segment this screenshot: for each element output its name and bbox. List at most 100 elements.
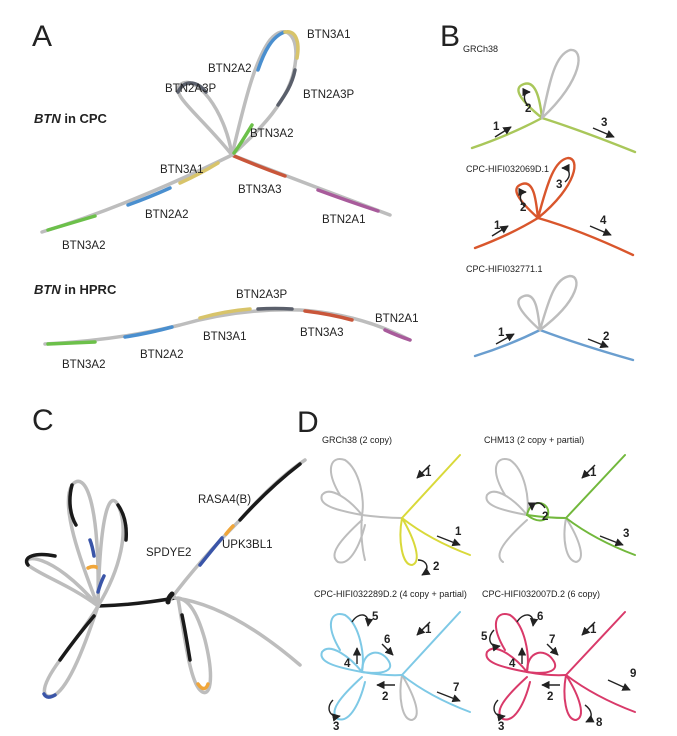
panel-d: D GRCh38 (2 copy) 1 1 2 CHM13 (2 copy + … — [297, 406, 636, 733]
cpc-seg-btn2a3p-right — [276, 68, 297, 107]
c-seg-black-lr — [180, 613, 192, 662]
cpc-label: BTN3A1 — [307, 29, 350, 41]
hprc-labels: BTN2A3P BTN2A1 BTN3A1 BTN3A3 BTN3A2 BTN2… — [62, 289, 418, 371]
step-number: 2 — [520, 202, 526, 214]
step-number: 1 — [455, 526, 462, 538]
c-backbone — [96, 596, 177, 608]
cpc-left-tail — [40, 153, 234, 234]
step-number: 1 — [498, 327, 505, 339]
hprc-seg-btn2a3p — [256, 306, 294, 311]
step-number: 2 — [433, 561, 439, 573]
cpc-label: BTN3A2 — [62, 240, 105, 252]
c-seg-blue-upper — [198, 536, 224, 567]
cpc-seg-btn2a2-top — [256, 30, 287, 72]
cpc-seg-btn3a2 — [46, 214, 97, 232]
b3-tall-loop — [538, 274, 578, 332]
hprc-label: BTN3A3 — [300, 327, 343, 339]
cpc-label: BTN2A3P — [165, 83, 216, 95]
c-seg-black-tl — [68, 483, 78, 527]
cpc-label: BTN2A1 — [322, 214, 365, 226]
step-number: 1 — [590, 624, 597, 636]
step-number: 2 — [525, 103, 531, 115]
d4-arrow-9 — [607, 679, 631, 691]
d3-inner-loop — [361, 651, 392, 674]
hprc-label: BTN2A2 — [140, 349, 183, 361]
d4-arrow-6 — [516, 614, 539, 627]
c-branch-upper — [168, 458, 307, 602]
d2-green-down — [565, 517, 636, 556]
d1-yellow-down — [401, 517, 471, 556]
d-graph-label: CHM13 (2 copy + partial) — [484, 435, 584, 445]
hprc-label: BTN3A1 — [203, 331, 246, 343]
d3-loop-b — [399, 674, 418, 721]
d4-inner-loop — [526, 651, 557, 674]
d1-loop-b — [360, 514, 366, 561]
d-graph-label: GRCh38 (2 copy) — [322, 435, 392, 445]
d3-down — [401, 674, 471, 713]
d2-loop-bl — [498, 519, 528, 563]
d1-loop-l — [320, 490, 363, 516]
d2-green-up — [565, 454, 626, 519]
step-number: 3 — [333, 721, 339, 733]
step-number: 1 — [425, 467, 432, 479]
b-graph-032069: CPC-HIFI032069D.1 1 2 3 4 — [466, 156, 635, 257]
c-branch-lower — [173, 596, 302, 667]
cpc-label: BTN2A2 — [145, 209, 188, 221]
d2-loop-l — [485, 490, 528, 516]
cpc-seg-btn2a3p-left — [176, 81, 208, 94]
step-number: 6 — [537, 611, 543, 623]
panel-letter-c: C — [32, 404, 54, 437]
d1-arrow-1b — [436, 535, 461, 547]
c-seg-orange-lr — [196, 682, 210, 691]
step-number: 3 — [498, 721, 504, 733]
hprc-label: BTN3A2 — [62, 359, 105, 371]
d2-arrow-1 — [581, 464, 596, 479]
d3-loop-tl — [330, 613, 364, 673]
d4-down — [565, 674, 636, 713]
cpc-seg-btn3a1-low — [178, 161, 220, 185]
d4-arrow-8 — [584, 704, 595, 723]
step-number: 5 — [372, 611, 379, 623]
c-seg-blue-center — [96, 574, 106, 594]
cpc-graph — [40, 30, 392, 234]
d3-loop-l — [320, 647, 363, 673]
step-number: 3 — [601, 117, 607, 129]
b3-arrow-1 — [495, 333, 515, 345]
cpc-seg-btn3a2-mid — [232, 123, 254, 155]
cpc-seg-btn3a3 — [232, 154, 287, 178]
step-number: 1 — [494, 220, 501, 232]
step-number: 7 — [453, 682, 459, 694]
d1-arrow-1a — [416, 464, 431, 479]
c-seg-rasa4 — [238, 462, 302, 522]
c-label: UPK3BL1 — [222, 539, 273, 551]
b3-small-loop — [517, 294, 542, 332]
step-number: 3 — [556, 179, 562, 191]
cpc-label: BTN3A1 — [160, 164, 203, 176]
b2-arrow-1 — [491, 225, 509, 237]
d-graph-032289: CPC-HIFI032289D.2 (4 copy + partial) 1 2… — [314, 589, 471, 733]
b1-arrow-3 — [592, 127, 615, 138]
b2-small-loop — [515, 182, 540, 220]
cpc-left-loop — [176, 80, 234, 157]
panel-b: B GRCh38 1 2 3 CPC-HIFI032069D.1 1 2 — [440, 20, 637, 362]
panel-c: C — [24, 404, 307, 699]
d-graph-label: CPC-HIFI032289D.2 (4 copy + partial) — [314, 589, 467, 599]
step-number: 7 — [549, 634, 555, 646]
c-graph — [24, 458, 307, 699]
step-number: 6 — [384, 634, 390, 646]
b2-arrow-2 — [518, 187, 527, 207]
d4-arrow-5 — [489, 629, 501, 652]
panel-letter-a: A — [32, 20, 52, 53]
hprc-seg-btn3a3 — [303, 309, 354, 322]
step-number: 2 — [547, 691, 553, 703]
d2-arrow-3 — [599, 535, 624, 547]
b3-arrow-2 — [587, 338, 609, 349]
d-graph-chm13: CHM13 (2 copy + partial) 1 2 3 — [484, 435, 636, 563]
step-number: 4 — [509, 658, 516, 670]
d1-yellow-up — [401, 454, 461, 519]
d-graph-grch38: GRCh38 (2 copy) 1 1 2 — [320, 435, 471, 576]
d2-loop-tl — [495, 458, 529, 516]
c-seg-orange-upper — [224, 524, 235, 536]
d3-arrow-5 — [351, 614, 374, 627]
cpc-seg-btn2a2-low — [126, 186, 172, 207]
